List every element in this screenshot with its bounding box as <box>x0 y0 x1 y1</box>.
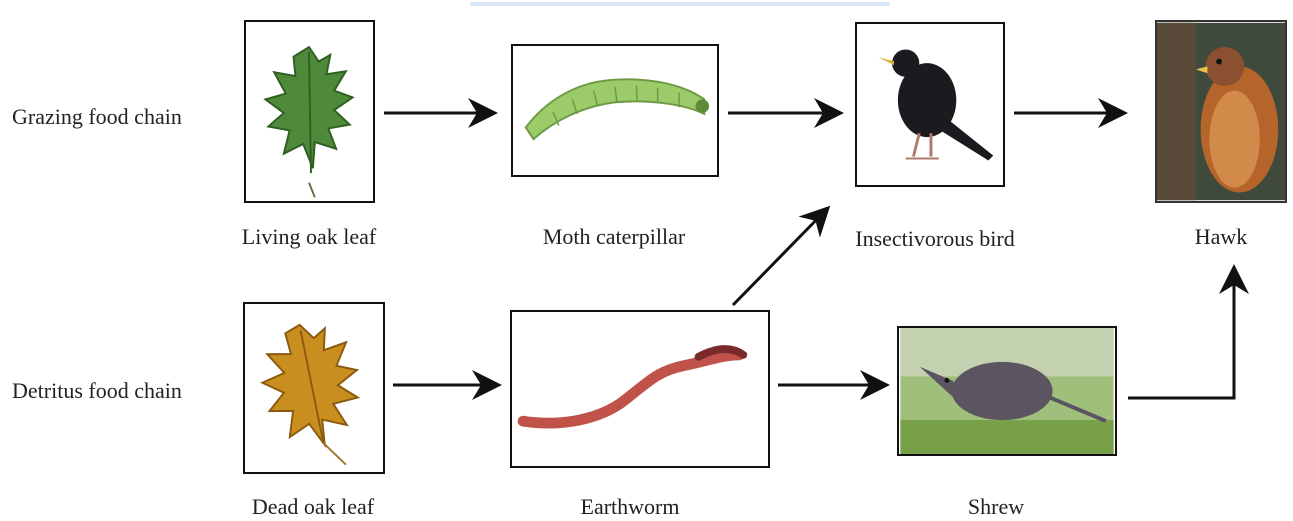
dead-oak-leaf-caption: Dead oak leaf <box>252 494 374 520</box>
dead-oak-leaf-box <box>243 302 385 474</box>
dead-oak-leaf-image <box>245 304 383 472</box>
arrow-earthworm-to-bird <box>733 210 826 305</box>
moth-caterpillar-caption: Moth caterpillar <box>543 224 685 250</box>
detritus-food-chain-label: Detritus food chain <box>12 378 182 404</box>
hawk-box <box>1155 20 1287 203</box>
top-decorative-bar <box>470 2 890 6</box>
living-oak-leaf-box <box>244 20 375 203</box>
grazing-food-chain-label: Grazing food chain <box>12 104 182 130</box>
insectivorous-bird-caption: Insectivorous bird <box>855 226 1014 252</box>
moth-caterpillar-box <box>511 44 719 177</box>
earthworm-caption: Earthworm <box>581 494 680 520</box>
shrew-caption: Shrew <box>968 494 1024 520</box>
shrew-image <box>899 328 1115 454</box>
moth-caterpillar-image <box>513 46 717 175</box>
living-oak-leaf-image <box>246 22 373 201</box>
insectivorous-bird-image <box>857 24 1003 185</box>
insectivorous-bird-box <box>855 22 1005 187</box>
earthworm-box <box>510 310 770 468</box>
hawk-image <box>1157 22 1285 201</box>
shrew-box <box>897 326 1117 456</box>
living-oak-leaf-caption: Living oak leaf <box>242 224 376 250</box>
arrow-shrew-to-hawk <box>1128 270 1234 398</box>
earthworm-image <box>512 312 768 466</box>
hawk-caption: Hawk <box>1195 224 1248 250</box>
